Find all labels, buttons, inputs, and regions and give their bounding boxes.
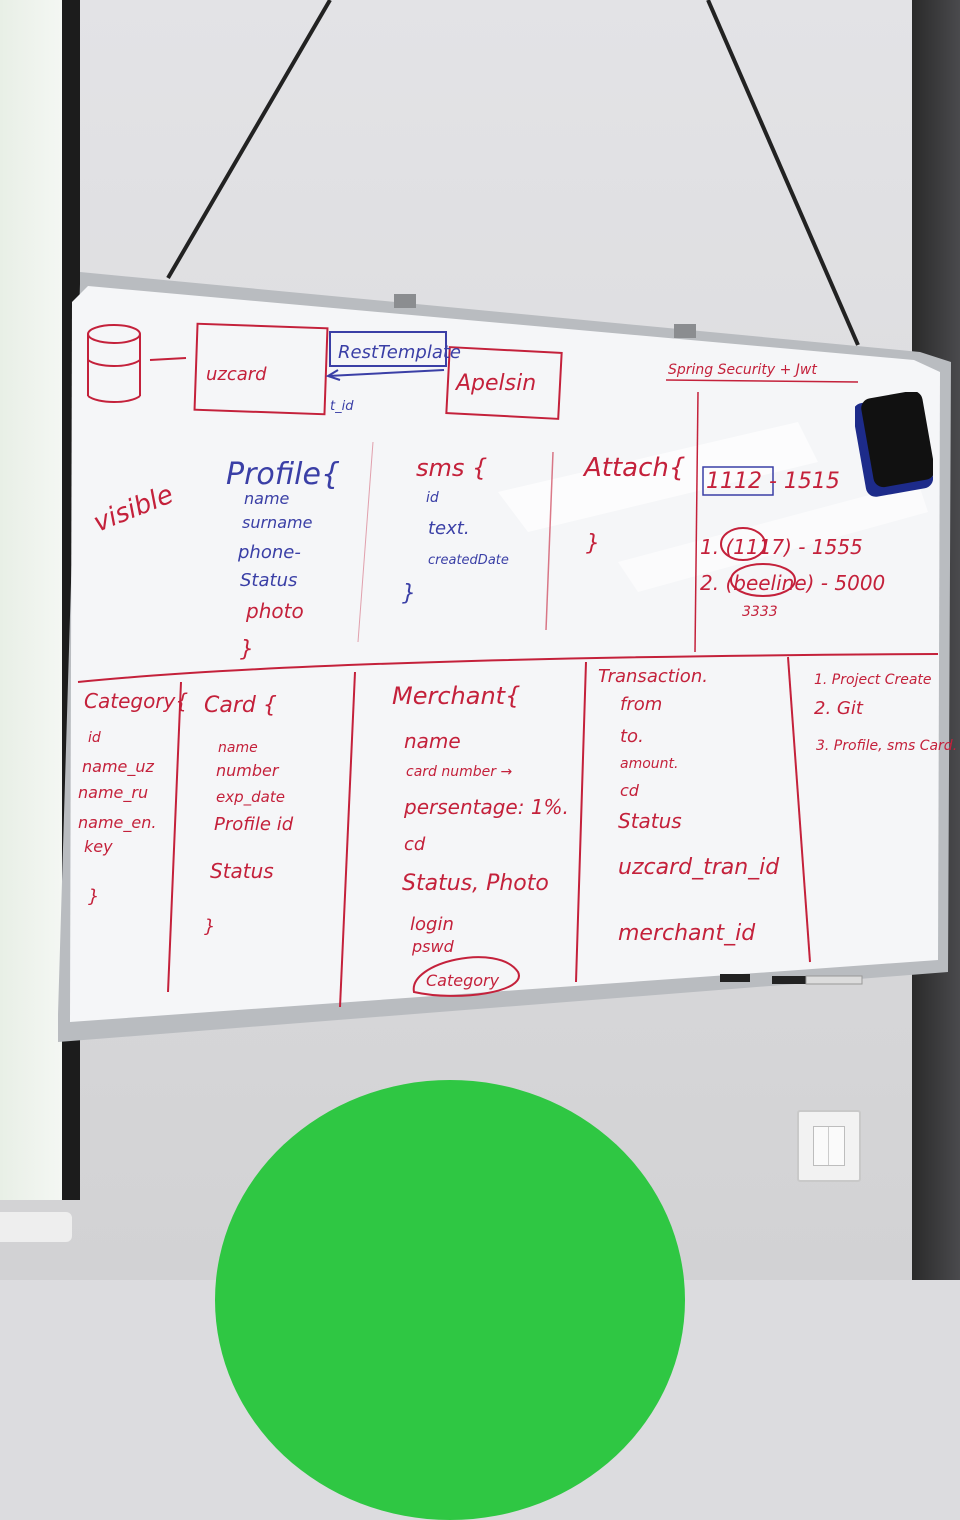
t-id-label: t_id <box>330 399 354 414</box>
transaction-field: uzcard_tran_id <box>618 855 780 880</box>
green-wall-graphic <box>215 1080 685 1520</box>
merchant-field: pswd <box>411 937 455 956</box>
profile-field: surname <box>242 513 313 532</box>
note-line: 2. (beeline) - 5000 <box>700 571 885 595</box>
category-field: name_uz <box>82 757 155 777</box>
note-line: 1. (1117) - 1555 <box>700 535 863 559</box>
profile-field: photo <box>245 599 304 623</box>
transaction-field: to. <box>620 726 644 747</box>
profile-title: Profile{ <box>226 457 340 492</box>
note-line: 3333 <box>742 604 778 620</box>
transaction-field: merchant_id <box>618 921 756 946</box>
todo-item: 3. Profile, sms Card. <box>816 738 957 754</box>
transaction-field: cd <box>620 781 640 800</box>
profile-field: phone- <box>237 542 301 563</box>
transaction-field: Status <box>618 809 682 833</box>
transaction-title: Transaction. <box>598 666 708 687</box>
category-field: id <box>88 730 101 746</box>
attach-close: } <box>586 531 600 556</box>
attach-title: Attach{ <box>582 453 685 483</box>
profile-field: Status <box>240 570 297 591</box>
card-field: number <box>216 761 280 780</box>
sms-close: } <box>402 581 416 606</box>
transaction-field: amount. <box>620 756 678 772</box>
merchant-category: Category <box>426 971 500 990</box>
card-field: exp_date <box>216 788 285 807</box>
transaction-field: from <box>620 694 662 715</box>
card-field: name <box>218 740 258 756</box>
category-field: key <box>84 837 113 856</box>
todo-item: 2. Git <box>814 698 864 719</box>
category-close: } <box>88 886 99 907</box>
screen-ledge <box>0 1212 72 1242</box>
merchant-title: Merchant{ <box>392 682 520 710</box>
uzcard-label: uzcard <box>206 364 267 385</box>
todo-item: 1. Project Create <box>814 672 932 688</box>
category-field: name_en. <box>78 813 156 833</box>
merchant-field: persentage: 1%. <box>403 795 569 819</box>
profile-field: name <box>244 489 290 508</box>
merchant-field: login <box>410 914 454 935</box>
apelsin-label: Apelsin <box>454 371 536 396</box>
hanging-wire <box>166 0 860 346</box>
merchant-field: name <box>404 729 461 753</box>
card-status: Status <box>210 859 274 883</box>
light-switch[interactable] <box>797 1110 861 1182</box>
whiteboard: uzcard RestTemplate t_id Apelsin Spring … <box>58 272 957 1042</box>
card-close: } <box>204 916 215 937</box>
rest-template-label: RestTemplate <box>338 342 461 363</box>
sms-field: createdDate <box>428 553 509 568</box>
category-title: Category{ <box>84 689 188 713</box>
merchant-field: cd <box>404 834 426 855</box>
light-switch-toggle[interactable] <box>813 1126 845 1166</box>
merchant-field: Status, Photo <box>402 871 549 896</box>
sms-title: sms { <box>416 454 487 482</box>
eraser <box>855 392 933 497</box>
spring-security-label: Spring Security + Jwt <box>668 362 817 378</box>
card-field: Profile id <box>214 814 294 835</box>
sms-field: text. <box>428 518 470 539</box>
marker-tray <box>720 974 863 985</box>
card-title: Card { <box>204 693 277 718</box>
note-line: 1112 - 1515 <box>706 469 840 494</box>
category-field: name_ru <box>78 783 148 803</box>
merchant-field: card number → <box>406 764 512 780</box>
profile-close: } <box>240 637 254 662</box>
sms-field: id <box>426 490 439 506</box>
